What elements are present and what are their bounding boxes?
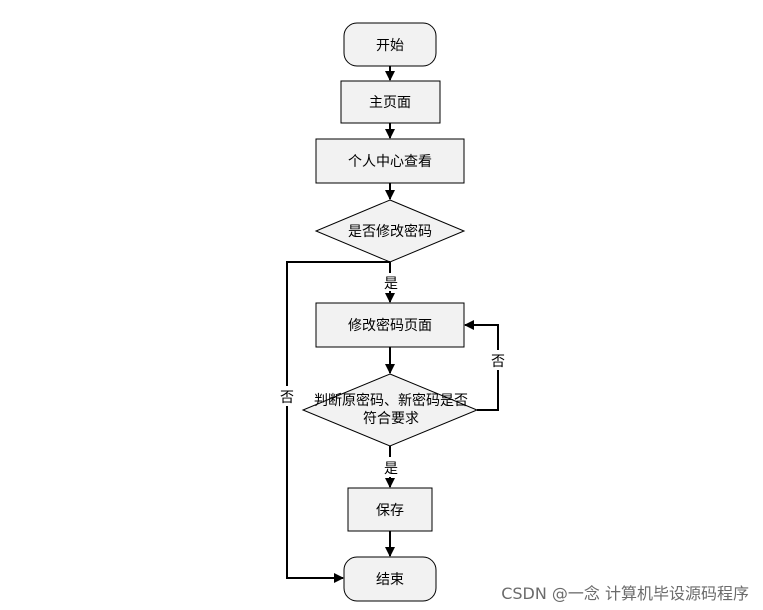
start-node: 开始 (343, 22, 437, 67)
decision-validate-label-line2: 符合要求 (363, 411, 419, 427)
main-page-node: 主页面 (340, 80, 441, 124)
decision-change-password-label: 是否修改密码 (348, 223, 432, 240)
edge-label-no-1: 否 (280, 390, 294, 406)
main-page-label: 主页面 (369, 95, 411, 111)
save-label: 保存 (376, 503, 404, 519)
personal-center-label: 个人中心查看 (348, 154, 432, 170)
decision-validate-node: 判断原密码、新密码是否 符合要求 (301, 373, 479, 447)
watermark: CSDN @一念 计算机毕设源码程序 (501, 584, 749, 603)
personal-center-node: 个人中心查看 (315, 138, 465, 184)
change-password-page-label: 修改密码页面 (348, 317, 432, 334)
change-password-page-node: 修改密码页面 (315, 302, 465, 348)
edge-decision-no-to-end (286, 261, 390, 583)
edge-label-yes-1: 是 (384, 276, 398, 292)
edge-label-yes-2: 是 (384, 461, 398, 477)
decision-change-password-node: 是否修改密码 (314, 199, 466, 263)
edge-label-no-2: 否 (491, 354, 505, 370)
decision-validate-label-line1: 判断原密码、新密码是否 (314, 392, 468, 409)
end-label: 结束 (376, 572, 404, 588)
end-node: 结束 (343, 556, 437, 602)
start-label: 开始 (376, 38, 404, 54)
save-node: 保存 (347, 487, 433, 532)
